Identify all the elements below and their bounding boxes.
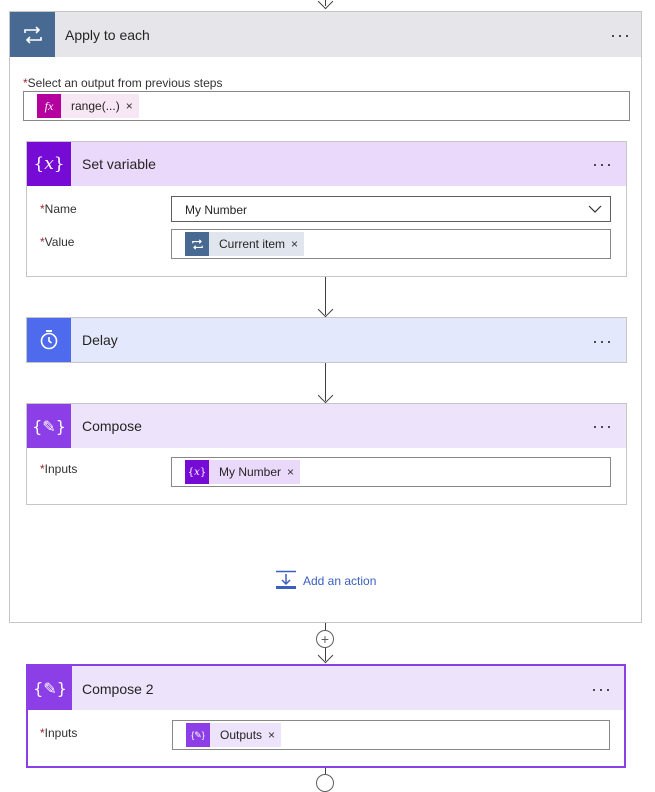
range-token[interactable]: fx range(...) × bbox=[37, 94, 139, 118]
compose-title: Compose bbox=[82, 418, 142, 434]
name-select-value: My Number bbox=[185, 203, 248, 217]
current-item-token-label: Current item bbox=[219, 237, 286, 251]
insert-step-plus-icon[interactable]: + bbox=[316, 630, 334, 648]
compose-more-menu[interactable]: ··· bbox=[592, 416, 613, 436]
delay-more-menu[interactable]: ··· bbox=[592, 331, 613, 351]
connector-top-arrow bbox=[317, 0, 334, 10]
select-output-input[interactable]: fx range(...) × bbox=[23, 91, 630, 121]
compose-header[interactable]: {✎} Compose ··· bbox=[27, 404, 626, 448]
compose2-inputs-field[interactable]: {✎} Outputs × bbox=[172, 720, 610, 750]
set-variable-more-menu[interactable]: ··· bbox=[592, 154, 613, 174]
connector-2-arrow bbox=[317, 387, 334, 404]
range-token-label: range(...) bbox=[71, 99, 120, 113]
my-number-token-remove[interactable]: × bbox=[287, 465, 295, 479]
loop-icon bbox=[10, 12, 55, 57]
fx-icon: fx bbox=[37, 94, 61, 118]
connector-top bbox=[325, 0, 326, 6]
apply-to-each-card: Apply to each ··· *Select an output from… bbox=[9, 11, 642, 623]
range-token-remove[interactable]: × bbox=[125, 99, 133, 113]
connector-2 bbox=[325, 363, 326, 401]
set-variable-card: {x} Set variable ··· *Name My Number *Va… bbox=[26, 141, 627, 277]
delay-card[interactable]: Delay ··· bbox=[26, 317, 627, 363]
my-number-token-label: My Number bbox=[219, 465, 282, 479]
add-action-link[interactable]: Add an action bbox=[303, 574, 377, 588]
set-variable-title: Set variable bbox=[82, 156, 156, 172]
timer-icon bbox=[27, 318, 71, 362]
variable-icon: {x} bbox=[27, 142, 71, 186]
value-input[interactable]: Current item × bbox=[171, 229, 611, 259]
compose-icon: {✎} bbox=[186, 723, 210, 747]
compose-inputs-field[interactable]: {x} My Number × bbox=[171, 457, 611, 487]
my-number-token[interactable]: {x} My Number × bbox=[185, 460, 301, 484]
bottom-plus-icon[interactable] bbox=[316, 774, 334, 792]
apply-to-each-more-menu[interactable]: ··· bbox=[610, 25, 631, 45]
compose-icon: {✎} bbox=[28, 666, 72, 710]
outputs-token[interactable]: {✎} Outputs × bbox=[186, 723, 282, 747]
connector-1-arrow bbox=[317, 301, 334, 318]
apply-to-each-title: Apply to each bbox=[65, 27, 150, 43]
loop-icon bbox=[185, 232, 209, 256]
outputs-token-remove[interactable]: × bbox=[268, 728, 276, 742]
compose2-title: Compose 2 bbox=[82, 681, 154, 697]
compose-icon: {✎} bbox=[27, 404, 71, 448]
connector-3-arrow bbox=[317, 647, 334, 664]
compose-inputs-label: *Inputs bbox=[40, 462, 78, 476]
compose2-card: {✎} Compose 2 ··· *Inputs {✎} Outputs × bbox=[26, 664, 626, 768]
apply-to-each-header[interactable]: Apply to each ··· bbox=[10, 12, 641, 57]
chevron-down-icon bbox=[588, 205, 602, 213]
variable-icon: {x} bbox=[185, 460, 209, 484]
set-variable-header[interactable]: {x} Set variable ··· bbox=[27, 142, 626, 186]
connector-1 bbox=[325, 277, 326, 315]
value-label: *Value bbox=[40, 235, 75, 249]
compose2-more-menu[interactable]: ··· bbox=[591, 679, 612, 699]
delay-title: Delay bbox=[82, 332, 118, 348]
compose-card: {✎} Compose ··· *Inputs {x} My Number × bbox=[26, 403, 627, 505]
current-item-token-remove[interactable]: × bbox=[291, 237, 299, 251]
compose2-inputs-label: *Inputs bbox=[40, 726, 78, 740]
name-select[interactable]: My Number bbox=[171, 196, 611, 222]
add-action-icon[interactable] bbox=[275, 570, 297, 590]
select-output-label: *Select an output from previous steps bbox=[23, 76, 223, 90]
name-label: *Name bbox=[40, 202, 77, 216]
compose2-header[interactable]: {✎} Compose 2 ··· bbox=[28, 666, 624, 710]
current-item-token[interactable]: Current item × bbox=[185, 232, 305, 256]
outputs-token-label: Outputs bbox=[220, 728, 263, 742]
